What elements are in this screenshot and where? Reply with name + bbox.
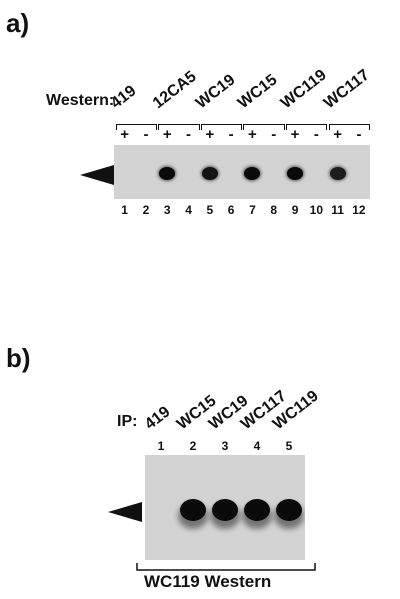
lane-pair-bracket xyxy=(115,124,157,130)
lane-pair-bracket xyxy=(286,124,328,130)
lane-number: 2 xyxy=(142,203,150,217)
minus-sign: - xyxy=(313,126,319,143)
lane-pair-bracket xyxy=(243,124,285,130)
protein-band xyxy=(180,499,206,521)
lane-number: 7 xyxy=(249,203,256,217)
lane-number: 3 xyxy=(221,439,229,453)
lane-number: 12 xyxy=(352,203,366,217)
protein-band xyxy=(329,166,346,180)
lane-pair-bracket xyxy=(328,124,370,130)
protein-band xyxy=(244,166,261,180)
western-blot-gel-a xyxy=(114,145,370,199)
lane-number: 6 xyxy=(227,203,235,217)
minus-sign: - xyxy=(356,126,362,143)
lane-number: 4 xyxy=(185,203,192,217)
protein-band xyxy=(287,166,304,180)
minus-sign: - xyxy=(271,126,277,143)
western-blot-gel-b xyxy=(145,455,305,560)
protein-band xyxy=(159,166,176,180)
panel-a-label: a) xyxy=(6,8,30,38)
arrowhead-pointer-icon xyxy=(80,165,114,190)
plus-sign: + xyxy=(120,126,130,143)
panel-b-label: b) xyxy=(6,343,31,373)
protein-band xyxy=(276,499,302,521)
plus-sign: + xyxy=(205,126,215,143)
lane-number: 10 xyxy=(309,203,324,217)
lane-number: 8 xyxy=(270,203,278,217)
lane-number: 9 xyxy=(291,203,299,217)
lane-number: 3 xyxy=(163,203,171,217)
lane-number: 4 xyxy=(253,439,261,453)
lane-number: 5 xyxy=(206,203,214,217)
lane-pair-bracket xyxy=(200,124,243,130)
lane-number: 1 xyxy=(157,439,165,453)
arrowhead-pointer-icon xyxy=(108,502,142,527)
ip-label: IP: xyxy=(117,413,138,430)
lane-number: 1 xyxy=(121,203,128,217)
protein-band xyxy=(201,166,218,180)
lane-number: 5 xyxy=(285,439,293,453)
minus-sign: - xyxy=(186,126,192,143)
minus-sign: - xyxy=(143,126,149,143)
lane-pair-bracket xyxy=(158,124,200,130)
protein-band xyxy=(244,499,270,521)
lane-number: 2 xyxy=(189,439,197,453)
plus-sign: + xyxy=(162,126,172,143)
plus-sign: + xyxy=(333,126,343,143)
protein-band xyxy=(212,499,238,521)
plus-sign: + xyxy=(290,126,300,143)
blot-caption: WC119 Western xyxy=(144,572,272,591)
minus-sign: - xyxy=(228,126,234,143)
plus-sign: + xyxy=(248,126,257,143)
lane-number: 11 xyxy=(331,203,344,217)
western-label: Western: xyxy=(46,92,115,109)
